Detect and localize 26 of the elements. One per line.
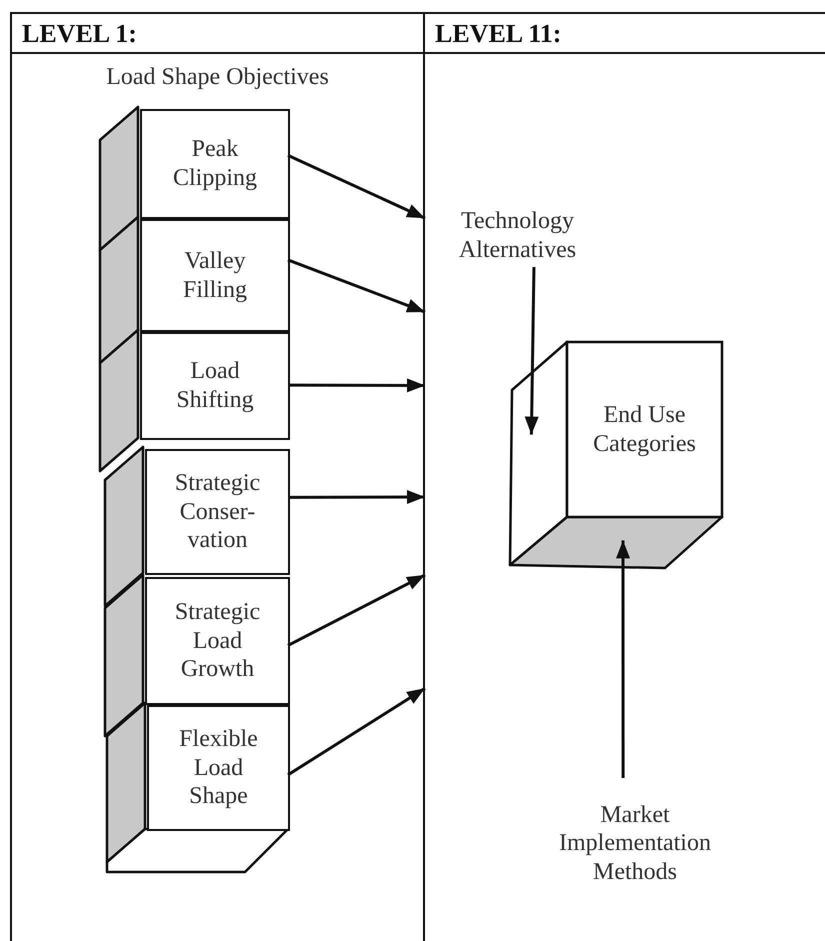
arrow (287, 258, 426, 314)
arrow (287, 687, 426, 776)
box-label: Flexible Load Shape (178, 724, 259, 812)
stack-box (140, 219, 290, 332)
arrow (287, 574, 426, 647)
panel-heading: LEVEL 11: (435, 19, 562, 49)
box-label: Strategic Load Growth (174, 598, 262, 684)
arrow (288, 378, 425, 392)
stack-box (145, 449, 290, 575)
stack-box (140, 332, 290, 440)
arrow (616, 540, 630, 778)
section-heading: Load Shape Objectives (106, 64, 329, 91)
arrow (287, 154, 426, 220)
level-panel (10, 12, 425, 941)
box-label: Strategic Conser- vation (174, 468, 262, 556)
arrow (524, 266, 539, 435)
box-label: Peak Clipping (172, 135, 258, 193)
stack-box (140, 109, 290, 219)
box-label: Valley Filling (182, 246, 248, 304)
box-label: End Use Categories (592, 401, 697, 459)
panel-heading: LEVEL 1: (22, 19, 137, 49)
stack-box (145, 577, 290, 705)
arrow (288, 490, 425, 504)
box-label: Load Shifting (175, 357, 255, 415)
node-label: Market Implementation Methods (558, 800, 712, 887)
node-label: Technology Alternatives (458, 207, 578, 265)
